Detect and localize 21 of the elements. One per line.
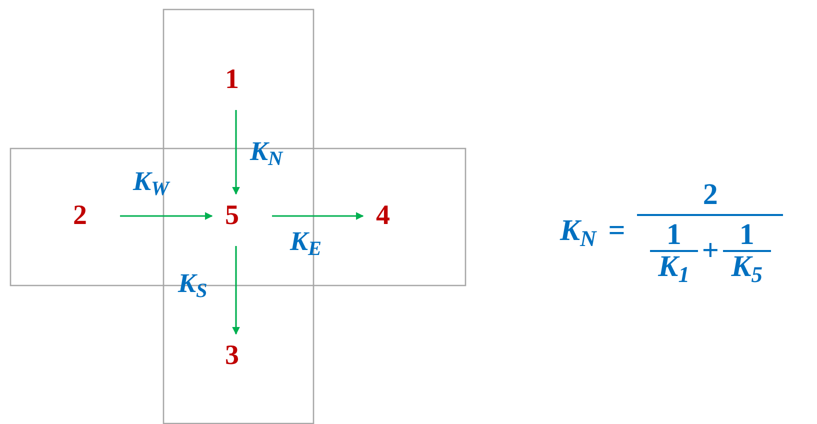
edge-label: K$_{W}$ [133,168,170,195]
cell-number: 2 [73,202,87,230]
equals-sign: = [608,216,626,246]
formula-term: K$_{5}$ [731,252,763,282]
numerator: 1 [666,220,682,250]
formula-term: K$_{N}$ [560,216,596,246]
cell-number: 3 [225,342,239,370]
cell-number: 1 [225,66,239,94]
edge-label: K$_{E}$ [290,228,322,255]
arrow [272,212,364,220]
plus-sign: + [702,236,719,266]
edge-label: K$_{S}$ [178,270,208,297]
arrow [232,246,240,335]
cell-number: 5 [225,202,239,230]
cell-number: 4 [376,202,390,230]
arrow [120,212,213,220]
formula-term: K$_{1}$ [658,252,690,282]
numerator: 1 [739,220,754,250]
arrow [232,110,240,195]
numerator: 2 [702,180,718,210]
edge-label: K$_{N}$ [250,138,283,165]
